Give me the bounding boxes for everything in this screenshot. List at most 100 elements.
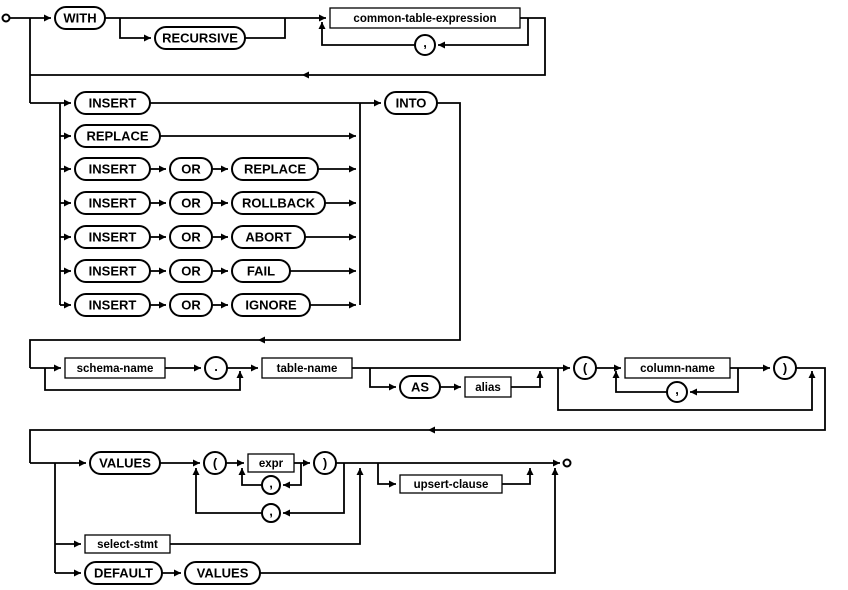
node-insert-row5: INSERT bbox=[74, 225, 151, 249]
svg-text:): ) bbox=[783, 361, 787, 376]
line-as-branch bbox=[369, 368, 396, 391]
svg-text:INTO: INTO bbox=[396, 96, 427, 111]
node-or-row7: OR bbox=[169, 293, 213, 317]
svg-text:OR: OR bbox=[181, 162, 201, 177]
node-values2-keyword: VALUES bbox=[184, 561, 261, 585]
node-insert-row4: INSERT bbox=[74, 191, 151, 215]
line-alias-rejoin bbox=[511, 371, 544, 388]
node-default-keyword: DEFAULT bbox=[84, 561, 163, 585]
svg-text:alias: alias bbox=[475, 382, 501, 394]
node-cte-comma: , bbox=[414, 34, 436, 56]
line-into-wrap2 bbox=[29, 339, 258, 368]
start-terminal bbox=[1, 13, 11, 23]
svg-text:VALUES: VALUES bbox=[99, 456, 151, 471]
line-column-comma-right bbox=[690, 368, 739, 396]
node-expr[interactable]: expr bbox=[247, 453, 295, 473]
svg-text:(: ( bbox=[213, 456, 218, 471]
node-recursive-keyword: RECURSIVE bbox=[154, 26, 246, 50]
node-with-keyword: WITH bbox=[54, 6, 106, 30]
line-recursive-rejoin bbox=[245, 18, 286, 39]
node-select-stmt[interactable]: select-stmt bbox=[84, 534, 171, 554]
railroad-lines bbox=[1, 13, 826, 577]
svg-text:INSERT: INSERT bbox=[89, 196, 137, 211]
svg-text:AS: AS bbox=[411, 380, 429, 395]
svg-text:FAIL: FAIL bbox=[247, 264, 275, 279]
node-common-table-expression[interactable]: common-table-expression bbox=[329, 7, 521, 29]
node-tuple-comma: , bbox=[261, 503, 281, 523]
svg-text:table-name: table-name bbox=[277, 363, 338, 375]
svg-text:column-name: column-name bbox=[640, 363, 715, 375]
node-expr-comma: , bbox=[261, 475, 281, 495]
node-lparen-columns: ( bbox=[573, 356, 597, 380]
svg-text:INSERT: INSERT bbox=[89, 264, 137, 279]
line-default-rejoin bbox=[260, 468, 559, 574]
node-rparen-values: ) bbox=[313, 451, 337, 475]
node-as-keyword: AS bbox=[399, 375, 441, 399]
line-branch-recursive bbox=[119, 18, 151, 42]
node-or-row4: OR bbox=[169, 191, 213, 215]
svg-text:schema-name: schema-name bbox=[77, 363, 154, 375]
line-schema-bypass bbox=[44, 368, 244, 391]
node-rollback-row4: ROLLBACK bbox=[231, 191, 326, 215]
svg-text:VALUES: VALUES bbox=[197, 566, 249, 581]
line-cte-comma-loop-right bbox=[438, 18, 529, 49]
node-alias[interactable]: alias bbox=[464, 376, 512, 398]
node-replace-row2: REPLACE bbox=[74, 124, 161, 148]
line-cte-comma-loop-left bbox=[318, 22, 415, 46]
svg-text:upsert-clause: upsert-clause bbox=[414, 479, 489, 491]
line-collist-bypass bbox=[557, 368, 816, 411]
node-insert-row6: INSERT bbox=[74, 259, 151, 283]
node-or-row3: OR bbox=[169, 157, 213, 181]
end-terminal bbox=[562, 458, 572, 468]
line-expr-comma-left bbox=[238, 468, 262, 486]
svg-text:OR: OR bbox=[181, 230, 201, 245]
node-dot: . bbox=[204, 356, 228, 380]
node-or-row5: OR bbox=[169, 225, 213, 249]
node-insert-row7: INSERT bbox=[74, 293, 151, 317]
line-select-rejoin bbox=[170, 468, 364, 545]
svg-text:REPLACE: REPLACE bbox=[86, 129, 148, 144]
line-expr-comma-right bbox=[283, 463, 302, 489]
line-into-wrap bbox=[258, 102, 461, 344]
line-tuple-comma-left bbox=[192, 468, 262, 514]
svg-text:RECURSIVE: RECURSIVE bbox=[162, 31, 238, 46]
node-columns-comma: , bbox=[666, 381, 688, 403]
svg-text:OR: OR bbox=[181, 298, 201, 313]
svg-text:INSERT: INSERT bbox=[89, 230, 137, 245]
svg-text:ABORT: ABORT bbox=[245, 230, 291, 245]
node-lparen-values: ( bbox=[203, 451, 227, 475]
svg-text:DEFAULT: DEFAULT bbox=[94, 566, 153, 581]
line-row3-wrap bbox=[428, 367, 826, 434]
node-schema-name[interactable]: schema-name bbox=[64, 357, 166, 379]
svg-text:.: . bbox=[214, 359, 218, 374]
svg-text:(: ( bbox=[583, 361, 588, 376]
svg-text:IGNORE: IGNORE bbox=[245, 298, 297, 313]
node-or-row6: OR bbox=[169, 259, 213, 283]
node-rparen-columns: ) bbox=[773, 356, 797, 380]
svg-text:expr: expr bbox=[259, 458, 284, 470]
svg-text:INSERT: INSERT bbox=[89, 298, 137, 313]
node-upsert-clause[interactable]: upsert-clause bbox=[399, 474, 503, 494]
svg-text:select-stmt: select-stmt bbox=[97, 539, 158, 551]
svg-text:,: , bbox=[423, 35, 427, 50]
node-column-name[interactable]: column-name bbox=[624, 357, 731, 379]
svg-text:OR: OR bbox=[181, 264, 201, 279]
svg-text:,: , bbox=[675, 382, 679, 397]
node-insert-row1: INSERT bbox=[74, 91, 151, 115]
node-replace-row3: REPLACE bbox=[231, 157, 319, 181]
line-with-clause-return bbox=[302, 17, 546, 79]
svg-text:INSERT: INSERT bbox=[89, 96, 137, 111]
svg-text:ROLLBACK: ROLLBACK bbox=[242, 196, 316, 211]
node-ignore-row7: IGNORE bbox=[231, 293, 311, 317]
svg-text:,: , bbox=[269, 504, 273, 519]
node-values-keyword: VALUES bbox=[89, 451, 161, 475]
line-upsert-branch bbox=[377, 463, 396, 488]
node-abort-row5: ABORT bbox=[231, 225, 306, 249]
svg-text:REPLACE: REPLACE bbox=[244, 162, 306, 177]
line-upsert-rejoin bbox=[502, 468, 534, 485]
node-table-name[interactable]: table-name bbox=[261, 357, 353, 379]
svg-text:,: , bbox=[269, 476, 273, 491]
node-fail-row6: FAIL bbox=[231, 259, 291, 283]
